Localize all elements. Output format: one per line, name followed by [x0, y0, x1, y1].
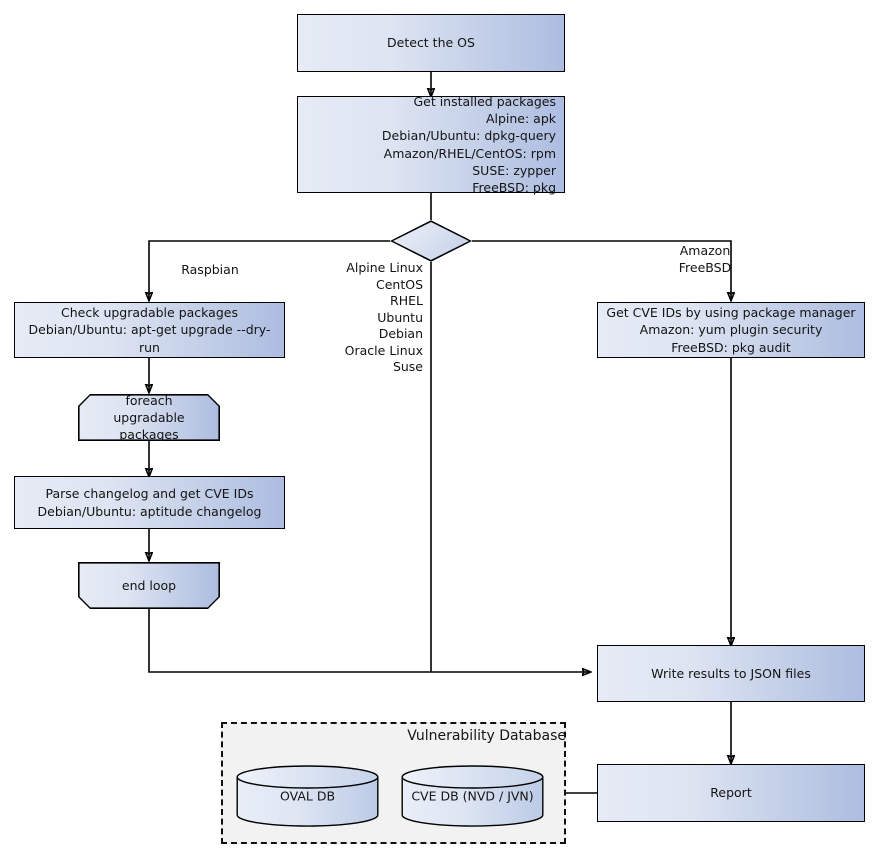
node-report[interactable]: Report — [597, 764, 865, 822]
node-write-results-to-json[interactable]: Write results to JSON files — [597, 645, 865, 702]
node-detect-the-os[interactable]: Detect the OS — [297, 14, 565, 72]
group-vulnerability-database-title: Vulnerability Database — [407, 728, 566, 744]
database-cve-db-label: CVE DB (NVD / JVN) — [411, 788, 534, 804]
node-end-loop[interactable]: end loop — [78, 562, 220, 609]
node-parse-changelog-label: Parse changelog and get CVE IDs Debian/U… — [37, 486, 262, 519]
node-parse-changelog[interactable]: Parse changelog and get CVE IDs Debian/U… — [14, 476, 285, 529]
node-end-loop-label: end loop — [121, 577, 177, 593]
node-foreach-loop-start-label: foreach upgradable packages — [113, 392, 185, 443]
node-get-installed-packages[interactable]: Get installed packages Alpine: apk Debia… — [297, 94, 565, 195]
node-check-upgradable-packages[interactable]: Check upgradable packages Debian/Ubuntu:… — [14, 302, 285, 358]
node-write-results-to-json-label: Write results to JSON files — [651, 665, 811, 681]
database-oval-db-label: OVAL DB — [279, 788, 336, 804]
node-get-installed-packages-label: Get installed packages Alpine: apk Debia… — [381, 93, 556, 195]
node-detect-the-os-label: Detect the OS — [387, 35, 475, 51]
edge-label-raspbian: Raspbian — [181, 262, 239, 277]
database-cve-db[interactable]: CVE DB (NVD / JVN) — [401, 765, 544, 827]
loop-start-shape — [78, 394, 220, 441]
node-get-cve-ids-label: Get CVE IDs by using package manager Ama… — [606, 305, 856, 355]
edge-label-amazon-freebsd: Amazon FreeBSD — [678, 243, 732, 275]
loop-end-shape — [78, 562, 220, 609]
edge-decision-raspbian — [149, 240, 390, 300]
edge-decision-amazon — [472, 240, 731, 300]
edge-label-center-os-list: Alpine Linux CentOS RHEL Ubuntu Debian O… — [344, 260, 423, 374]
node-foreach-loop-start[interactable]: foreach upgradable packages — [78, 394, 220, 441]
node-get-cve-ids[interactable]: Get CVE IDs by using package manager Ama… — [597, 302, 865, 358]
node-check-upgradable-packages-label: Check upgradable packages Debian/Ubuntu:… — [28, 305, 271, 355]
node-report-label: Report — [710, 785, 752, 801]
edge-endloop-to-write — [148, 609, 590, 672]
database-oval-db[interactable]: OVAL DB — [236, 765, 379, 827]
